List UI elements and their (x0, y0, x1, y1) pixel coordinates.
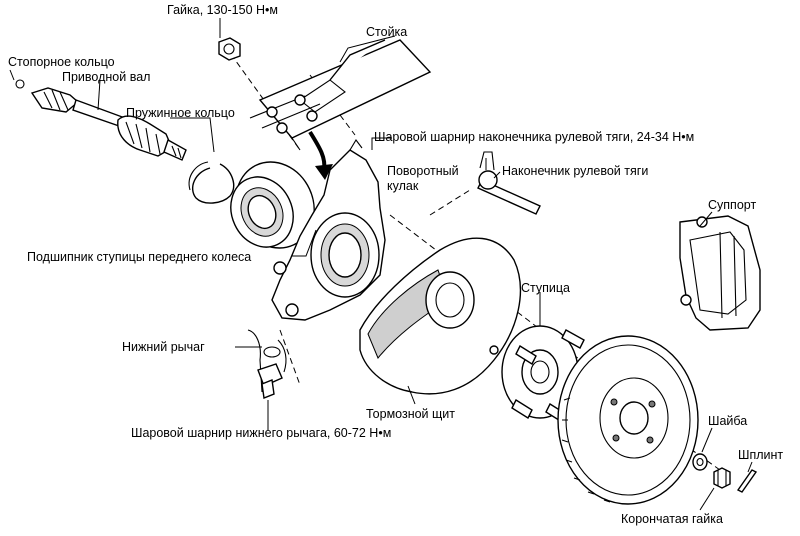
hub-label: Ступица (521, 281, 570, 295)
brake-disc-part (557, 335, 699, 505)
castle-nut-part (713, 467, 731, 489)
brake-shield-part (359, 237, 522, 395)
spring-ring-label: Пружинное кольцо (126, 106, 235, 120)
leader-lines (9, 18, 753, 511)
lower-arm-label: Нижний рычаг (122, 340, 205, 354)
snap-ring-part (15, 79, 25, 89)
hub-bearing-label: Подшипник ступицы переднего колеса (27, 250, 251, 264)
drive-shaft-label: Приводной вал (62, 70, 150, 84)
caliper-part (679, 215, 761, 331)
nut-label: Гайка, 130-150 Н•м (167, 3, 278, 17)
knuckle-part (271, 139, 386, 321)
nut-part (218, 37, 241, 61)
caliper-label: Суппорт (708, 198, 756, 212)
tie-rod-ball-joint-label: Шаровой шарнир наконечника рулевой тяги,… (374, 130, 694, 144)
assembly-arrow (308, 130, 333, 180)
lower-arm-ball-joint-label: Шаровой шарнир нижнего рычага, 60-72 Н•м (131, 426, 391, 440)
hub-bearing-part (230, 161, 315, 249)
brake-shield-label: Тормозной щит (366, 407, 455, 421)
tie-rod-end-part (477, 151, 541, 215)
spring-ring-part (188, 161, 235, 204)
lower-arm-ball-joint-part (247, 329, 287, 399)
castle-nut-label: Корончатая гайка (621, 512, 723, 526)
knuckle-label-line2: кулак (387, 179, 419, 193)
knuckle-label-line1: Поворотный (387, 164, 459, 178)
washer-part (692, 453, 708, 471)
cotter-pin-label: Шплинт (738, 448, 783, 462)
cotter-pin-part (736, 469, 758, 493)
snap-ring-label: Стопорное кольцо (8, 55, 115, 69)
strut-label: Стойка (366, 25, 407, 39)
tie-rod-end-label: Наконечник рулевой тяги (502, 164, 648, 178)
drive-shaft-part (30, 87, 187, 161)
washer-label: Шайба (708, 414, 747, 428)
strut-part (249, 39, 432, 151)
